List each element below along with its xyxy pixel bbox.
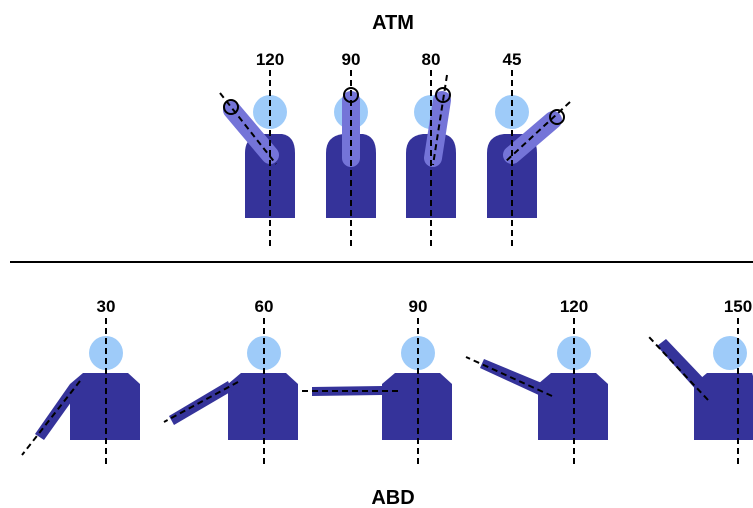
atm-angle-label: 120 (256, 50, 284, 69)
arm-axis-line (21, 380, 81, 456)
abd-angle-label: 30 (97, 297, 116, 316)
hand-marker-icon (223, 99, 239, 115)
atm-figure-80: 80 (406, 50, 456, 246)
abd-figure-30: 30 (21, 297, 140, 466)
abd-figure-120: 120 (465, 297, 608, 466)
arm-axis-line (432, 74, 448, 166)
arm (424, 91, 451, 167)
atm-angle-label: 80 (422, 50, 441, 69)
arm-axis-line (504, 101, 571, 163)
abd-angle-label: 150 (724, 297, 752, 316)
atm-angle-label: 45 (503, 50, 522, 69)
torso (538, 373, 608, 440)
abd-figure-150: 150 (648, 297, 753, 466)
atm-figure-120: 120 (219, 50, 295, 246)
abd-angle-label: 60 (255, 297, 274, 316)
torso (228, 373, 298, 440)
arm (35, 384, 79, 440)
abd-title: ABD (371, 487, 414, 508)
abd-angle-label: 120 (560, 297, 588, 316)
atm-figure-90: 90 (326, 50, 376, 246)
hand-marker-icon (435, 87, 451, 103)
head-icon (713, 336, 747, 370)
arm-axis-line (219, 92, 277, 165)
abd-figure-60: 60 (163, 297, 298, 466)
atm-figure-45: 45 (487, 50, 571, 246)
torso (382, 373, 452, 440)
arm-axis-line (648, 336, 709, 401)
atm-title: ATM (372, 12, 414, 34)
atm-angle-label: 90 (342, 50, 361, 69)
arm-axis-line (465, 356, 553, 397)
arm (657, 339, 707, 392)
hand-marker-icon (549, 109, 565, 125)
arm-axis-line (163, 381, 239, 423)
abd-angle-label: 90 (409, 297, 428, 316)
abd-figure-90: 90 (300, 297, 452, 466)
torso (70, 373, 140, 440)
